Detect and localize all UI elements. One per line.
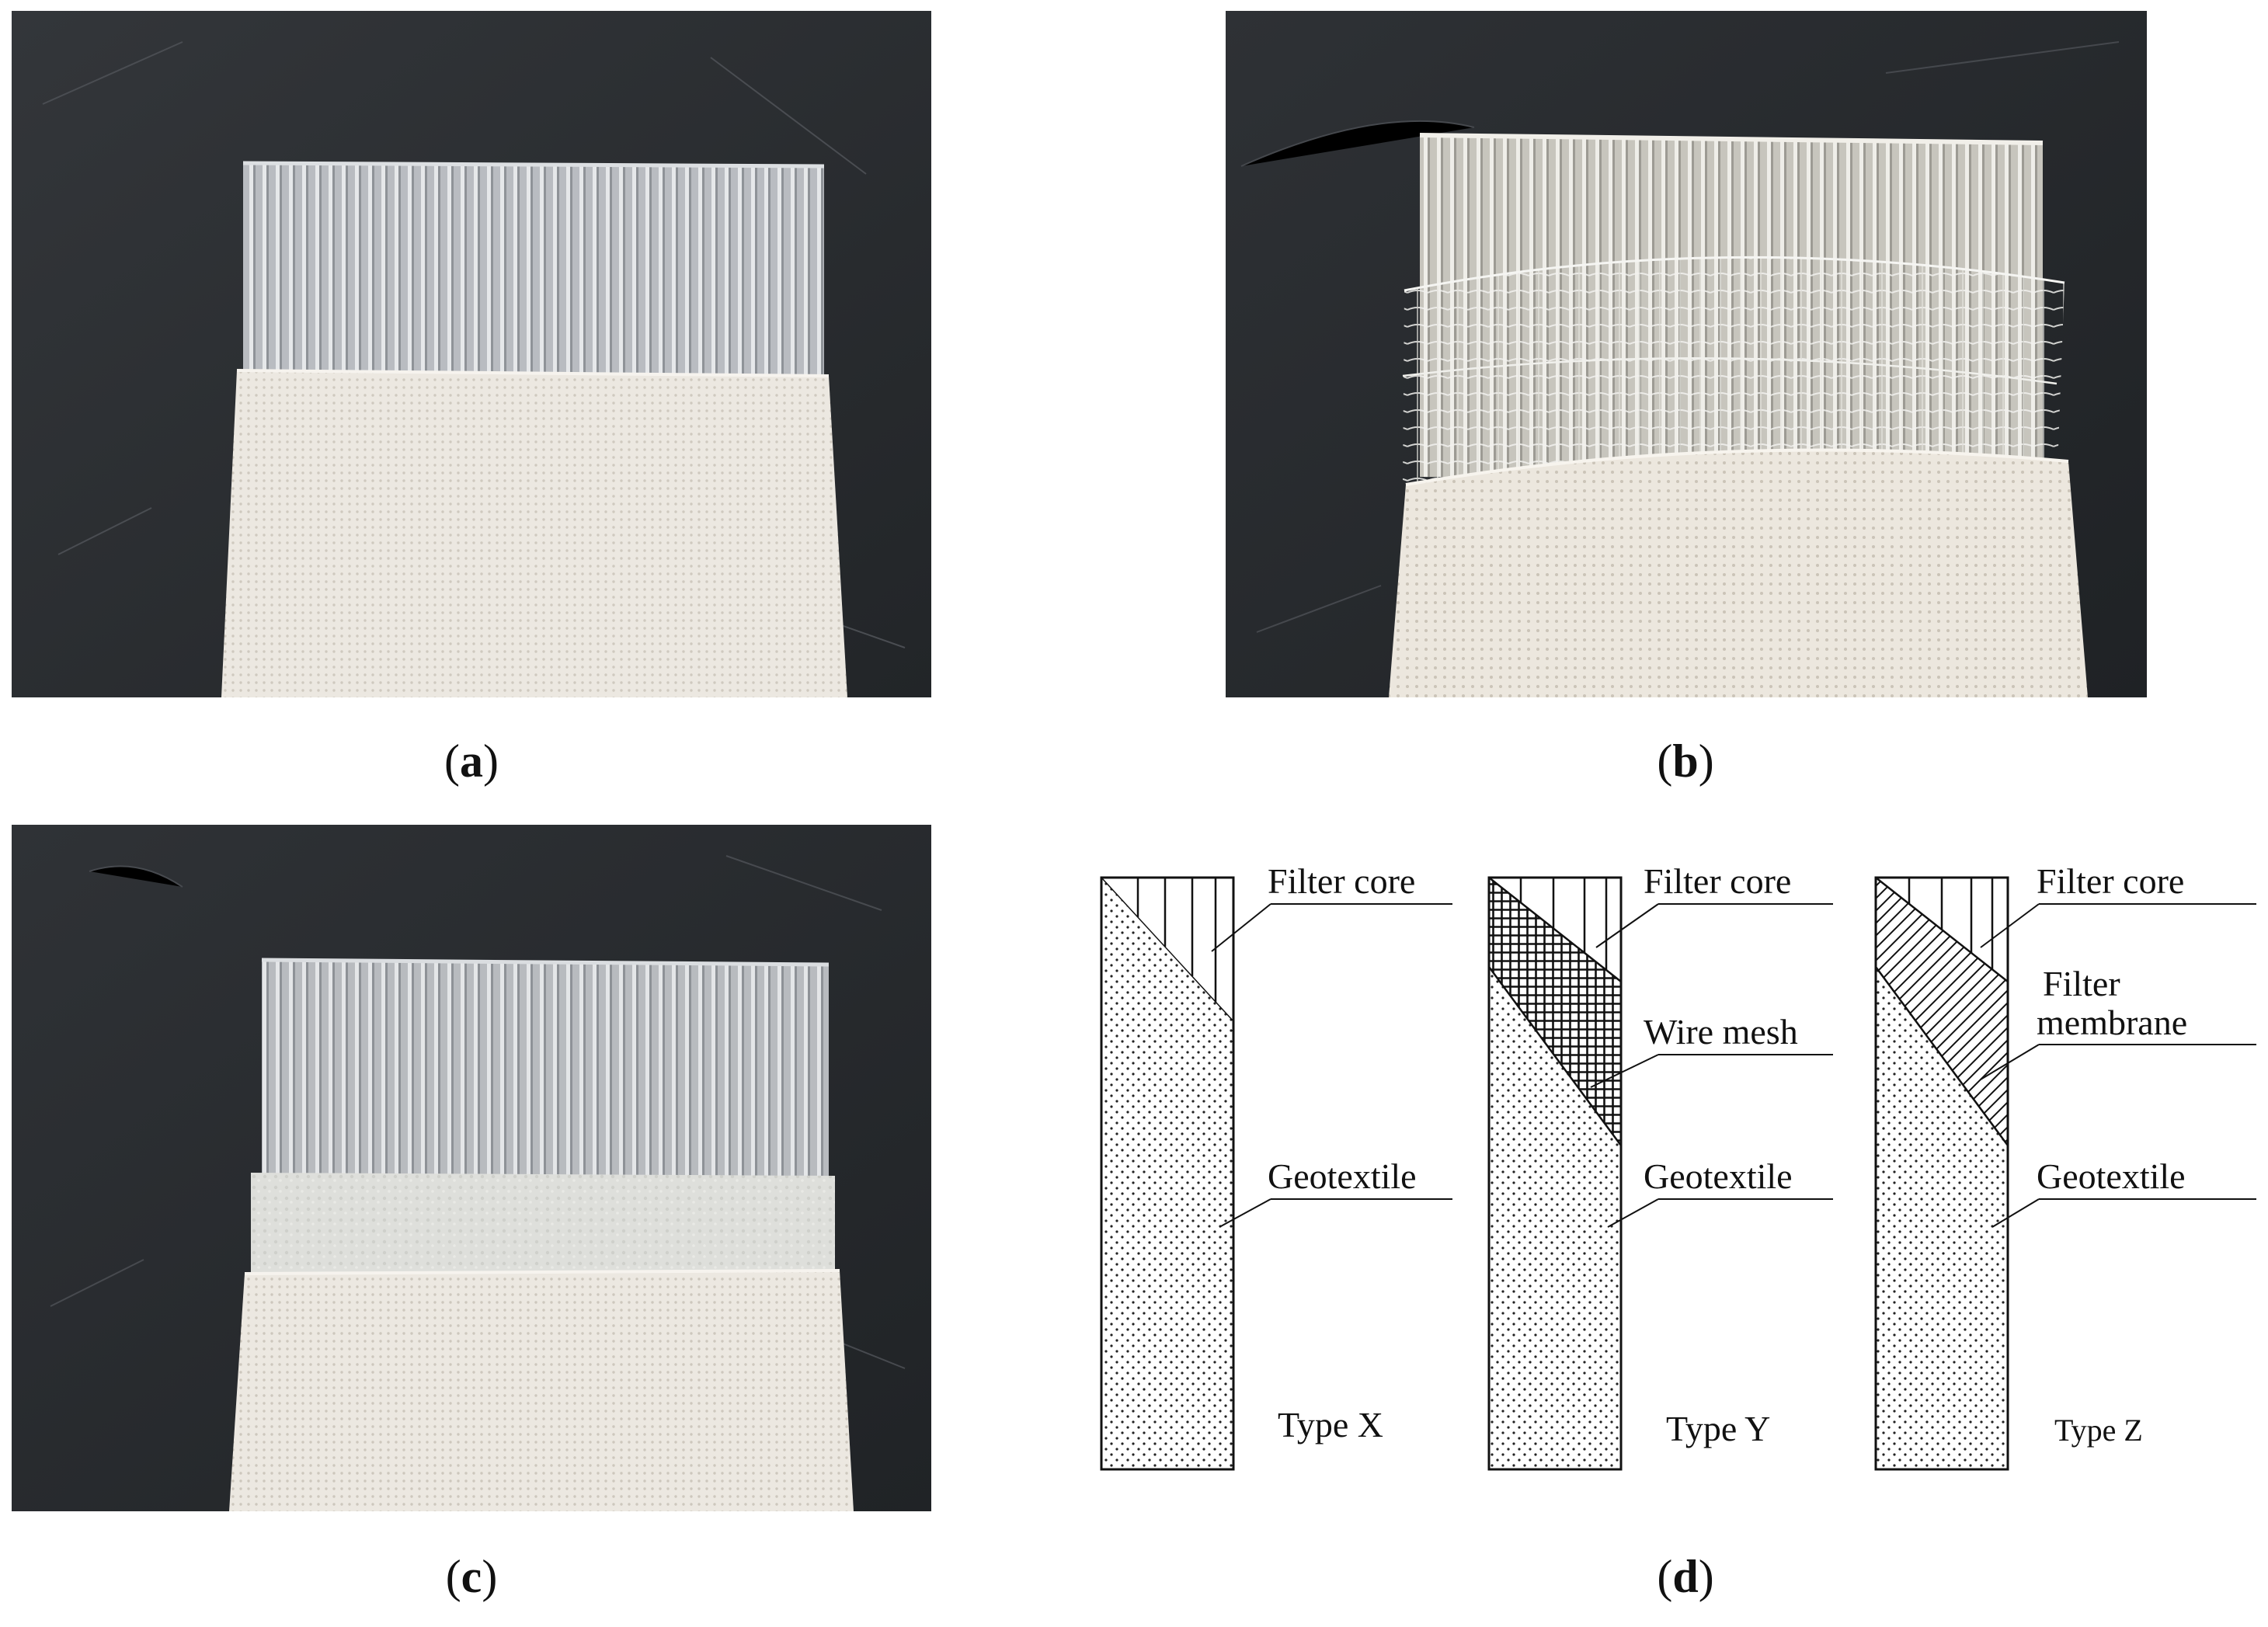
type-x-type-label: Type X: [1278, 1405, 1383, 1444]
photo-a-image: [12, 11, 931, 697]
type-x-filter-core-label: Filter core: [1268, 861, 1415, 901]
caption-c: (c): [445, 1551, 498, 1602]
type-y-filter-core-label: Filter core: [1644, 861, 1791, 901]
type-z-type-label: Type Z: [2054, 1413, 2143, 1448]
photo-c-image: [12, 825, 931, 1511]
type-z-geotextile-label: Geotextile: [2037, 1156, 2186, 1196]
caption-c-letter: c: [461, 1551, 482, 1602]
photo-panel-b: [1226, 11, 2147, 697]
schematic-svg: Filter core Geotextile Type X Filter cor…: [1100, 861, 2256, 1471]
caption-b: (b): [1657, 735, 1714, 787]
type-z-filter-label: Filter: [2043, 964, 2120, 1003]
type-z-column: Filter core Filter membrane Geotextile T…: [1874, 861, 2256, 1471]
caption-b-letter: b: [1672, 735, 1699, 787]
photo-panel-c: [12, 825, 931, 1511]
type-x-column: Filter core Geotextile Type X: [1100, 861, 1452, 1471]
photo-b-image: [1226, 11, 2147, 697]
type-y-wire-mesh-label: Wire mesh: [1644, 1012, 1798, 1052]
photo-panel-a: [12, 11, 931, 697]
type-z-membrane-label: membrane: [2037, 1003, 2187, 1042]
type-y-type-label: Type Y: [1666, 1409, 1770, 1448]
type-y-geotextile-label: Geotextile: [1644, 1156, 1793, 1196]
caption-a: (a): [444, 735, 499, 787]
caption-d-letter: d: [1672, 1551, 1699, 1602]
type-x-geotextile-label: Geotextile: [1268, 1156, 1417, 1196]
type-z-filter-core-label: Filter core: [2037, 861, 2184, 901]
type-y-column: Filter core Wire mesh Geotextile Type Y: [1487, 861, 1833, 1471]
caption-a-letter: a: [460, 735, 483, 787]
schematic-panel-d: Filter core Geotextile Type X Filter cor…: [1087, 854, 2268, 1491]
caption-d: (d): [1657, 1551, 1714, 1602]
